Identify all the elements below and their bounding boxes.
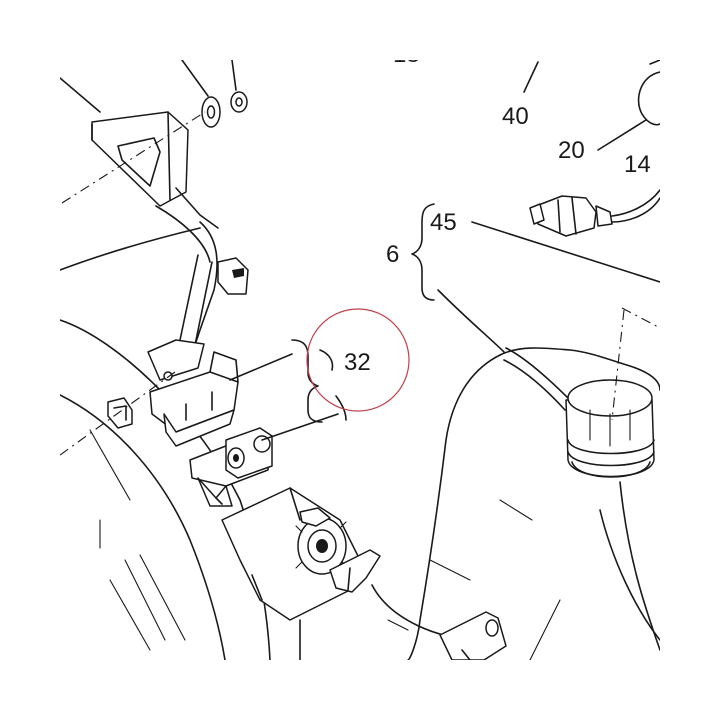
clip <box>107 397 133 429</box>
label-40: 40 <box>502 103 529 130</box>
filler-cap <box>565 379 655 478</box>
label-20: 20 <box>558 137 585 164</box>
frame-body <box>60 77 271 660</box>
brace-6-45 <box>411 203 435 301</box>
sensor-housing <box>147 339 239 447</box>
label-45: 45 <box>430 209 457 236</box>
label-6: 6 <box>386 241 399 268</box>
mounting-bracket <box>91 111 219 361</box>
small-bracket <box>329 549 381 593</box>
brace-32 <box>291 339 347 423</box>
nut <box>230 91 248 113</box>
label-14: 14 <box>624 151 651 178</box>
round-part <box>637 60 660 126</box>
leader-lines <box>229 61 660 441</box>
rotor <box>295 507 351 575</box>
connector <box>529 189 660 237</box>
arm <box>179 254 249 346</box>
highlight-circle <box>306 308 410 412</box>
washer <box>201 96 221 128</box>
label-18: 18 <box>393 41 420 68</box>
tank-bracket <box>439 611 507 660</box>
label-32: 32 <box>344 349 371 376</box>
sensor-unit <box>189 427 273 507</box>
